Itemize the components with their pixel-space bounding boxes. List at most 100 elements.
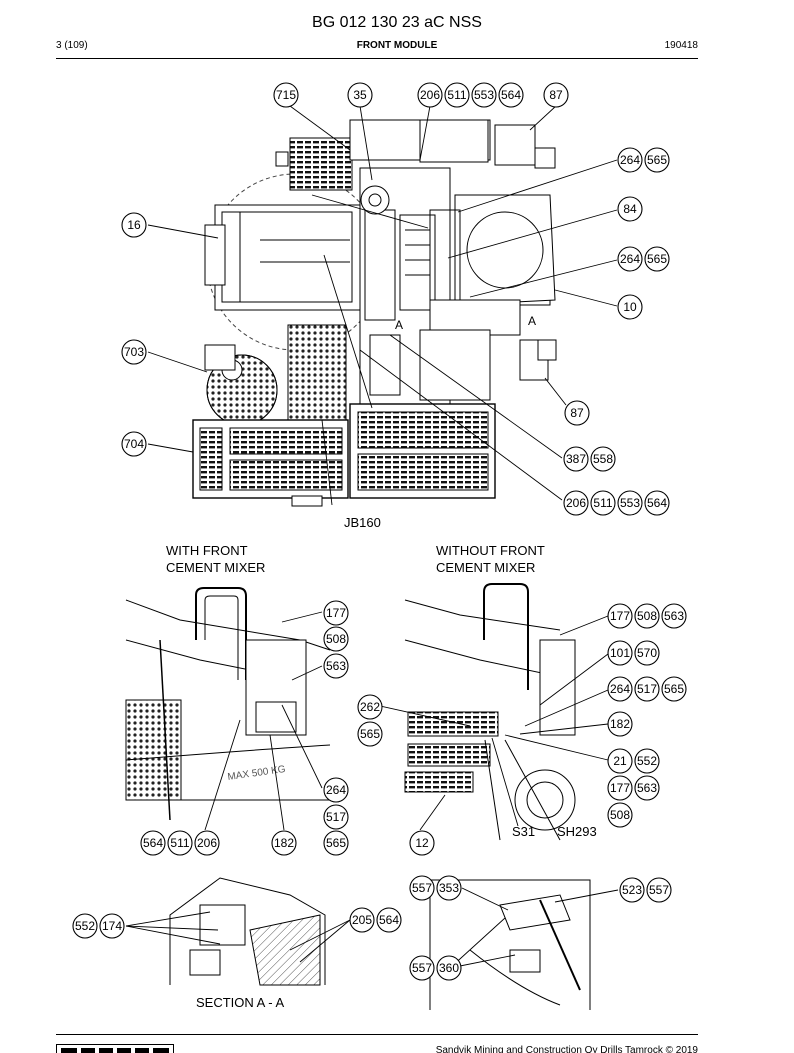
section-leader-lines [125,911,351,963]
svg-text:517: 517 [326,810,346,824]
balloon-564-l[interactable] [140,830,166,856]
svg-text:704: 704 [124,437,144,451]
right-view-caption-1: WITHOUT FRONT [436,543,545,558]
balloon-387[interactable] [563,446,589,472]
balloon-206-b[interactable] [563,490,589,516]
balloon-511-a[interactable] [444,82,470,108]
balloon-508-r[interactable] [634,603,660,629]
balloon-704[interactable] [121,431,147,457]
balloon-10[interactable] [617,294,643,320]
balloon-264-b[interactable] [617,246,643,272]
balloon-35[interactable] [347,82,373,108]
balloon-565-r2[interactable] [357,721,383,747]
balloon-262-r[interactable] [357,694,383,720]
balloon-353-d[interactable] [436,875,462,901]
left-detail-leader-lines [204,611,323,831]
svg-text:565: 565 [647,153,667,167]
balloon-87-b[interactable] [564,400,590,426]
svg-text:182: 182 [274,836,294,850]
section-caption: SECTION A - A [196,995,285,1010]
balloon-511-b[interactable] [590,490,616,516]
balloon-715[interactable] [273,82,299,108]
svg-text:360: 360 [439,961,459,975]
section-a-a-view [169,877,326,986]
balloon-508-l[interactable] [323,626,349,652]
balloon-552-r[interactable] [634,748,660,774]
sensor-label-sh293: SH293 [557,824,597,839]
balloon-565-a[interactable] [644,147,670,173]
balloon-563-l[interactable] [323,653,349,679]
balloon-182-l[interactable] [271,830,297,856]
balloon-564-a[interactable] [498,82,524,108]
balloon-523-d[interactable] [619,877,645,903]
section-mark-a-left: A [395,318,403,332]
balloon-206-a[interactable] [417,82,443,108]
svg-text:523: 523 [622,883,642,897]
balloon-264-r[interactable] [607,676,633,702]
balloon-553-a[interactable] [471,82,497,108]
svg-text:511: 511 [593,496,612,510]
balloon-84[interactable] [617,196,643,222]
svg-text:558: 558 [593,452,613,466]
drawing-labels: A A JB160 S31 SH293 [344,314,597,839]
balloon-16[interactable] [121,212,147,238]
balloon-177-l[interactable] [323,600,349,626]
balloon-174-s[interactable] [99,913,125,939]
balloon-511-l[interactable] [167,830,193,856]
balloon-264-a[interactable] [617,147,643,173]
balloon-360-d[interactable] [436,955,462,981]
header-rule [56,58,698,59]
balloon-508-r2[interactable] [607,802,633,828]
balloon-565-l[interactable] [323,830,349,856]
svg-text:565: 565 [664,682,684,696]
svg-text:564: 564 [143,836,163,850]
page-number: 3 (109) [56,40,88,51]
svg-text:182: 182 [610,717,630,731]
balloon-177-r[interactable] [607,603,633,629]
footer-rule [56,1034,698,1035]
balloon-517-r[interactable] [634,676,660,702]
balloon-557-d1[interactable] [409,875,435,901]
balloon-558[interactable] [590,446,616,472]
top-view-leader-lines [147,105,618,506]
copyright-text: Sandvik Mining and Construction Oy Drill… [435,1045,698,1053]
balloon-557-d3[interactable] [409,955,435,981]
svg-text:703: 703 [124,345,144,359]
balloon-87-a[interactable] [543,82,569,108]
balloon-177-r2[interactable] [607,775,633,801]
balloon-206-l[interactable] [194,830,220,856]
balloon-101-r[interactable] [607,640,633,666]
balloon-557-d2[interactable] [646,877,672,903]
svg-text:87: 87 [549,88,563,102]
svg-text:206: 206 [566,496,586,510]
svg-text:264: 264 [620,153,640,167]
svg-text:570: 570 [637,646,657,660]
balloon-703[interactable] [121,339,147,365]
svg-text:564: 564 [647,496,667,510]
revision-date: 190418 [664,40,698,51]
balloon-565-b[interactable] [644,246,670,272]
balloon-553-b[interactable] [617,490,643,516]
svg-text:511: 511 [447,88,466,102]
svg-text:517: 517 [637,682,657,696]
svg-text:205: 205 [352,913,372,927]
svg-text:177: 177 [610,781,630,795]
balloon-565-r[interactable] [661,676,687,702]
balloon-563-r2[interactable] [634,775,660,801]
svg-text:101: 101 [610,646,630,660]
balloon-205-s[interactable] [349,907,375,933]
balloon-563-r[interactable] [661,603,687,629]
svg-text:508: 508 [326,632,346,646]
balloon-264-l[interactable] [323,777,349,803]
svg-text:206: 206 [420,88,440,102]
balloon-570-r[interactable] [634,640,660,666]
balloon-517-l[interactable] [323,804,349,830]
balloon-12-r[interactable] [409,830,435,856]
balloon-182-r[interactable] [607,711,633,737]
balloon-564-b[interactable] [644,490,670,516]
balloon-552-s[interactable] [72,913,98,939]
balloon-21-r[interactable] [607,748,633,774]
balloon-564-s[interactable] [376,907,402,933]
